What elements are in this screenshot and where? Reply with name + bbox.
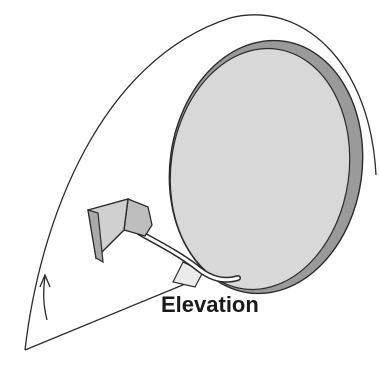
lnb-head	[124, 199, 152, 236]
up-arrow-icon	[40, 275, 50, 320]
diagram-caption: Elevation	[161, 292, 259, 318]
satellite-dish-icon	[88, 28, 379, 306]
